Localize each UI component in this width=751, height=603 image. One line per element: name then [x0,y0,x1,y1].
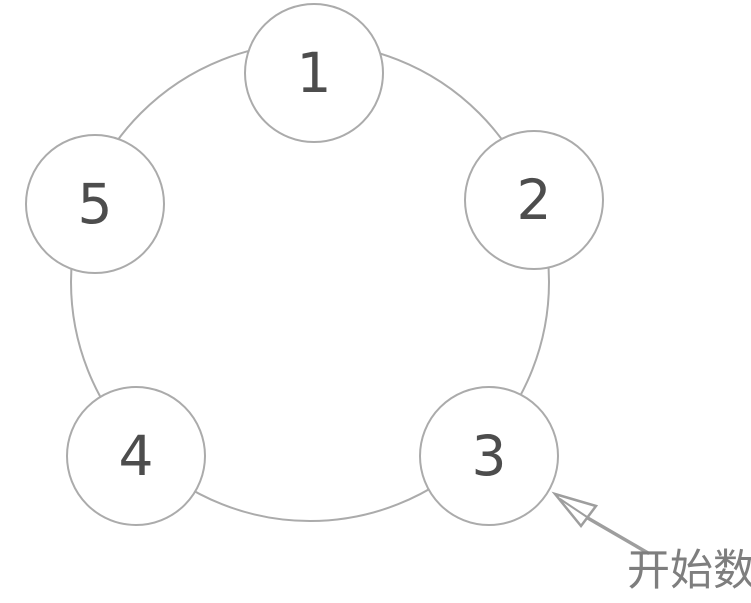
node-number: 3 [471,423,507,488]
node-circle-2: 2 [464,130,604,270]
node-number: 2 [516,167,552,232]
node-number: 4 [118,423,154,488]
start-counting-label: 开始数 [627,546,751,596]
node-number: 1 [296,40,332,105]
node-circle-5: 5 [25,134,165,274]
node-circle-3: 3 [419,386,559,526]
node-number: 5 [77,171,113,236]
node-circle-4: 4 [66,386,206,526]
node-circle-1: 1 [244,3,384,143]
start-arrow [551,491,650,555]
arrow-shaft [584,515,650,555]
arrow-fold-line [559,498,588,518]
